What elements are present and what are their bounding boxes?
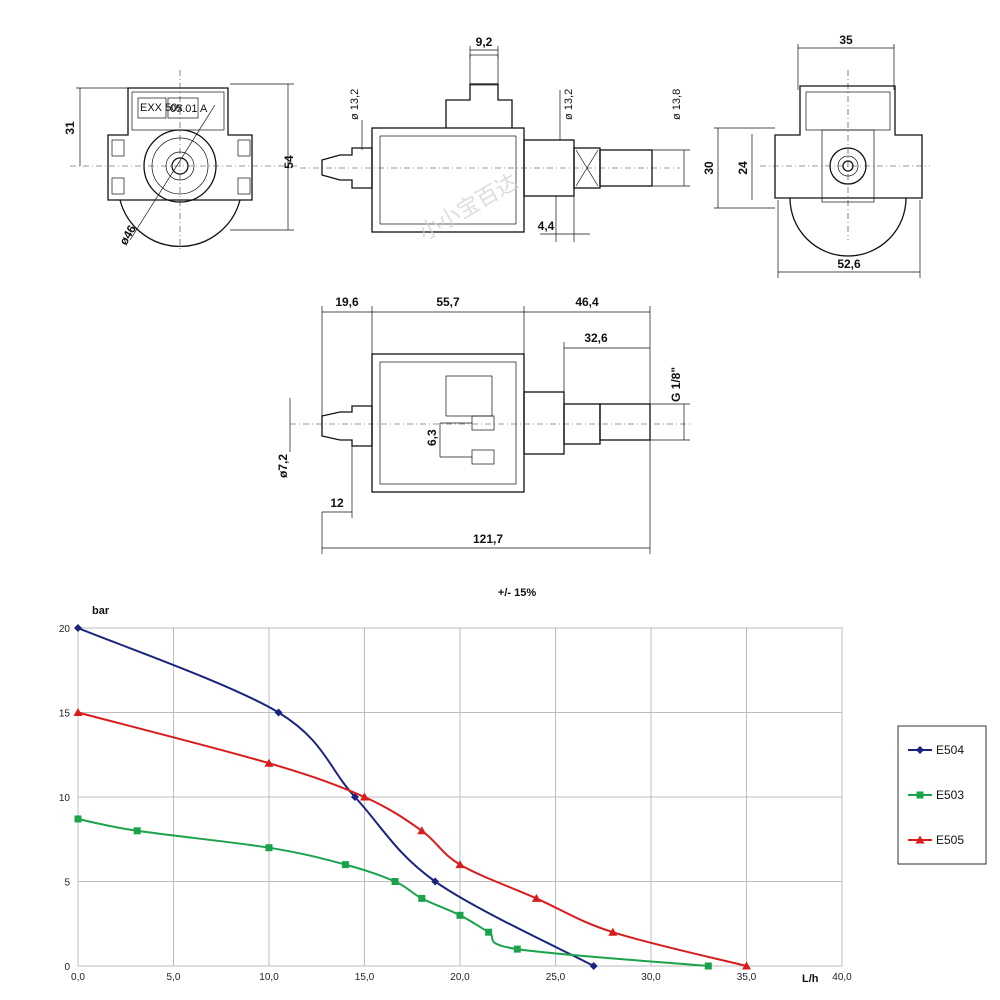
bottom-terminal-label: 6,3 xyxy=(425,429,439,446)
bottom-seg3-label: 46,4 xyxy=(575,295,599,309)
series-e505-point xyxy=(531,893,541,902)
side-mid-dia-label: ø 13,2 xyxy=(563,89,575,120)
bottom-seg2-label: 55,7 xyxy=(436,295,460,309)
x-tick-label: 35,0 xyxy=(737,972,757,983)
x-tick-label: 40,0 xyxy=(832,972,852,983)
series-e503-line xyxy=(77,817,709,967)
series-e503-point xyxy=(485,928,493,936)
side-outlet-dia-label: ø 13,8 xyxy=(671,89,683,120)
series-e504-point xyxy=(274,708,283,717)
rear-inner-label: 24 xyxy=(736,161,750,175)
y-tick-label: 10 xyxy=(59,793,71,804)
front-diameter-label: ø46 xyxy=(116,222,139,247)
series-e505 xyxy=(73,708,751,970)
x-tick-label: 20,0 xyxy=(450,972,470,983)
series-e503 xyxy=(74,815,712,970)
rear-base-label: 52,6 xyxy=(837,257,861,271)
legend-e503-marker xyxy=(916,791,924,799)
series-e504 xyxy=(74,624,598,970)
series-e505-line xyxy=(77,711,747,967)
rear-width-label: 35 xyxy=(839,33,853,47)
x-axis-label: L/h xyxy=(802,973,819,985)
legend-e505-marker xyxy=(915,835,925,844)
series-e505-point xyxy=(417,826,427,835)
watermark: 小小宝百达 xyxy=(415,170,523,247)
bottom-inlet-len-label: 12 xyxy=(330,496,344,510)
front-height-label: 31 xyxy=(63,121,77,135)
series-e505-point xyxy=(73,708,83,716)
bottom-outlet-len-label: 32,6 xyxy=(584,331,608,345)
side-inlet-dia-label: ø 13,2 xyxy=(349,89,361,120)
series-e503-point xyxy=(704,962,712,970)
series-e505-point xyxy=(360,792,369,801)
legend-e504-label: E504 xyxy=(936,743,964,757)
bottom-seg1-label: 19,6 xyxy=(335,295,359,309)
series-e505-point xyxy=(608,927,618,936)
bottom-total-label: 121,7 xyxy=(473,532,503,546)
plate-text-2: 05.01 A xyxy=(170,103,208,115)
series-e504-point xyxy=(74,624,82,632)
rear-outer-label: 30 xyxy=(702,161,716,175)
x-tick-label: 5,0 xyxy=(167,972,181,983)
pump-technical-drawings: EXX 50x 05.01 A 31 54 ø46 xyxy=(63,33,930,554)
series-e505-point xyxy=(264,758,274,767)
x-tick-label: 10,0 xyxy=(259,972,279,983)
series-e503-point xyxy=(513,945,521,953)
y-tick-label: 5 xyxy=(64,878,70,889)
x-tick-label: 0,0 xyxy=(71,972,85,983)
series-e503-point xyxy=(265,844,273,852)
y-axis-label: bar xyxy=(92,605,110,617)
legend-e505-label: E505 xyxy=(936,833,964,847)
x-tick-label: 15,0 xyxy=(355,972,375,983)
front-body-label: 54 xyxy=(282,155,296,169)
bottom-thread-label: G 1/8" xyxy=(669,367,683,402)
bottom-inlet-dia-label: ø7,2 xyxy=(276,454,290,478)
y-tick-label: 20 xyxy=(59,624,71,635)
side-top-label: 9,2 xyxy=(476,35,493,49)
series-e504-point xyxy=(431,877,440,886)
chart-grid: 0,0 5,0 10,0 15,0 20,0 25,0 30,0 35,0 40,0 0 5 10 15… xyxy=(59,624,852,983)
series-e503-point xyxy=(456,911,464,919)
side-view: 9,2 ø 13,2 ø 13,2 ø 13,8 4,4 小小宝百达 xyxy=(300,35,690,246)
series-e504-point xyxy=(589,962,598,970)
pressure-flow-chart: +/- 15% bar L/h 0,0 5,0 10,0 15,0 20,0 25,0 30… xyxy=(59,587,987,985)
series-e504-point xyxy=(350,793,359,801)
chart-series xyxy=(73,624,751,970)
series-e503-point xyxy=(74,815,82,823)
series-e503-point xyxy=(391,878,399,885)
plate-text-1: EXX 50x xyxy=(140,102,183,114)
y-tick-label: 15 xyxy=(59,709,71,720)
legend-e503-label: E503 xyxy=(936,788,964,802)
series-e503-point xyxy=(133,827,141,835)
x-tick-label: 30,0 xyxy=(641,972,661,983)
chart-title: +/- 15% xyxy=(498,587,536,599)
x-tick-label: 25,0 xyxy=(546,972,566,983)
y-tick-label: 0 xyxy=(64,962,70,973)
series-e503-point xyxy=(341,861,349,869)
series-e503-point xyxy=(418,894,426,902)
series-e505-point xyxy=(455,860,465,869)
legend-e504-marker xyxy=(916,746,924,754)
series-e505-point xyxy=(742,961,751,970)
rear-view: 35 30 24 52,6 xyxy=(702,33,930,278)
side-offset-label: 4,4 xyxy=(538,219,555,233)
front-view: EXX 50x 05.01 A 31 54 ø46 xyxy=(63,70,300,250)
bottom-view: 19,6 55,7 46,4 32,6 G 1/8" ø7,2 6,3 12 1… xyxy=(276,295,690,554)
